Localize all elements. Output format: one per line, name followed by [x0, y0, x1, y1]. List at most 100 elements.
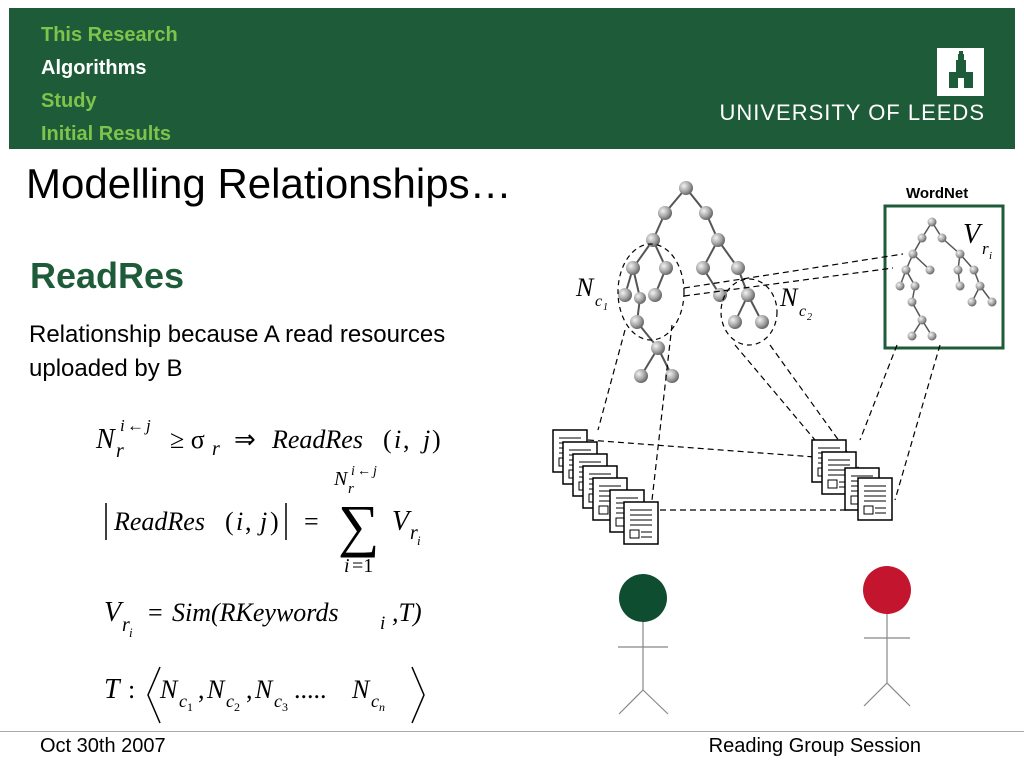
formula-tuple: T : N c 1 , N c 2 , N c 3 ..... N c n: [104, 666, 425, 724]
svg-text:i: i: [989, 250, 992, 262]
svg-text:i: i: [394, 425, 401, 454]
svg-text:c: c: [371, 691, 379, 711]
svg-text:N: N: [351, 675, 371, 704]
svg-text:,: ,: [245, 507, 252, 536]
svg-text:N: N: [779, 283, 799, 312]
svg-text:): ): [432, 425, 441, 454]
svg-text:(: (: [225, 507, 234, 536]
svg-text:ReadRes: ReadRes: [113, 507, 205, 536]
cluster-label-c1: N c 1: [575, 273, 608, 313]
svg-text:,: ,: [198, 675, 205, 704]
svg-text:3: 3: [282, 700, 288, 714]
svg-text:N: N: [159, 675, 179, 704]
user-a-figure: [618, 574, 669, 715]
user-a-head-icon: [619, 574, 667, 622]
svg-text:j: j: [371, 464, 377, 479]
wordnet-tree-nodes: [895, 217, 997, 341]
formula-similarity: V r i = Sim(RKeywords i ,T): [104, 597, 422, 640]
svg-text:V: V: [104, 597, 124, 628]
svg-text:i: i: [380, 613, 385, 634]
svg-text:N: N: [206, 675, 226, 704]
svg-text:V: V: [963, 219, 983, 250]
svg-text:T: T: [104, 674, 122, 705]
svg-text:=1: =1: [352, 555, 373, 577]
svg-text:i: i: [120, 416, 125, 435]
svg-text:=: =: [148, 598, 163, 627]
wordnet-label: WordNet: [906, 185, 969, 202]
svg-text:1: 1: [603, 302, 608, 313]
svg-text:c: c: [179, 691, 187, 711]
footer-divider: [0, 731, 1024, 732]
svg-text:n: n: [379, 700, 385, 714]
svg-text:c: c: [799, 303, 806, 320]
svg-text:c: c: [226, 691, 234, 711]
svg-text:N: N: [333, 468, 349, 490]
svg-text:): ): [270, 507, 279, 536]
relationship-diagram: N c 1 N c 2 V r i: [552, 181, 1005, 715]
svg-text:i: i: [351, 464, 355, 479]
svg-text:j: j: [420, 425, 430, 454]
svg-text:i: i: [417, 533, 421, 548]
svg-text:r: r: [122, 614, 130, 636]
svg-text:j: j: [257, 507, 267, 536]
svg-text:,: ,: [403, 425, 410, 454]
slide-title: Modelling Relationships…: [26, 160, 512, 207]
svg-text:i: i: [236, 507, 243, 536]
svg-text:N: N: [254, 675, 274, 704]
nav-item-this-research[interactable]: This Research: [41, 24, 178, 46]
cluster-label-c2: N c 2: [779, 283, 812, 323]
svg-text:j: j: [144, 416, 151, 435]
svg-text:⇒: ⇒: [234, 425, 256, 454]
svg-text:←: ←: [357, 464, 371, 479]
svg-text:r: r: [116, 440, 124, 462]
svg-text:.....: .....: [294, 675, 327, 704]
svg-text:≥ σ: ≥ σ: [170, 425, 205, 454]
document-stack-b: [811, 439, 893, 521]
svg-text:c: c: [595, 293, 602, 310]
svg-text:i: i: [344, 555, 350, 577]
nav-item-algorithms[interactable]: Algorithms: [41, 57, 147, 79]
mapping-lines: [587, 253, 941, 511]
svg-text:r: r: [982, 239, 989, 258]
cluster-c2-outline: [720, 278, 778, 346]
vector-label: V r i: [963, 219, 992, 262]
svg-text:ReadRes: ReadRes: [271, 425, 363, 454]
nav-item-study[interactable]: Study: [41, 90, 97, 112]
footer-session: Reading Group Session: [708, 735, 921, 757]
header-bar: This Research Algorithms Study Initial R…: [9, 8, 1015, 149]
svg-text:i: i: [129, 625, 133, 640]
svg-text:,: ,: [246, 675, 253, 704]
footer-date: Oct 30th 2007: [40, 735, 166, 757]
document-stack-a: [552, 429, 659, 545]
formula-threshold: N r i ← j ≥ σ r ⇒ ReadRes ( i , j ): [95, 416, 441, 462]
svg-text:,T): ,T): [392, 598, 422, 627]
svg-text:1: 1: [187, 700, 193, 714]
cluster-c1-outline: [617, 243, 685, 341]
nav-item-initial-results[interactable]: Initial Results: [41, 123, 172, 145]
university-name: UNIVERSITY OF LEEDS: [719, 100, 985, 125]
university-logo-icon: [937, 48, 984, 96]
svg-text:c: c: [274, 691, 282, 711]
svg-text:2: 2: [807, 312, 812, 323]
formula-sum: ReadRes ( i , j ) = N r i ← j ∑ i =1 V r…: [105, 464, 421, 577]
user-b-head-icon: [863, 566, 911, 614]
svg-text:(: (: [383, 425, 392, 454]
svg-text:←: ←: [127, 416, 144, 435]
svg-text:V: V: [392, 506, 412, 537]
svg-text:r: r: [212, 438, 220, 460]
relationship-description: Relationship because A read resources up…: [29, 321, 446, 382]
formulas: N r i ← j ≥ σ r ⇒ ReadRes ( i , j ) Read…: [95, 416, 441, 724]
svg-text:N: N: [575, 273, 595, 302]
wordnet-box: [883, 204, 1005, 350]
svg-text:N: N: [95, 424, 116, 455]
concept-tree-nodes: [618, 181, 769, 383]
user-b-figure: [863, 566, 911, 707]
svg-text:=: =: [304, 507, 319, 536]
svg-text:2: 2: [234, 700, 240, 714]
svg-text:∑: ∑: [338, 493, 379, 558]
svg-text:r: r: [348, 481, 354, 497]
svg-text::: :: [128, 675, 135, 704]
concept-tree: [624, 187, 763, 377]
section-heading: ReadRes: [30, 255, 185, 296]
section-nav: This Research Algorithms Study Initial R…: [41, 19, 178, 151]
